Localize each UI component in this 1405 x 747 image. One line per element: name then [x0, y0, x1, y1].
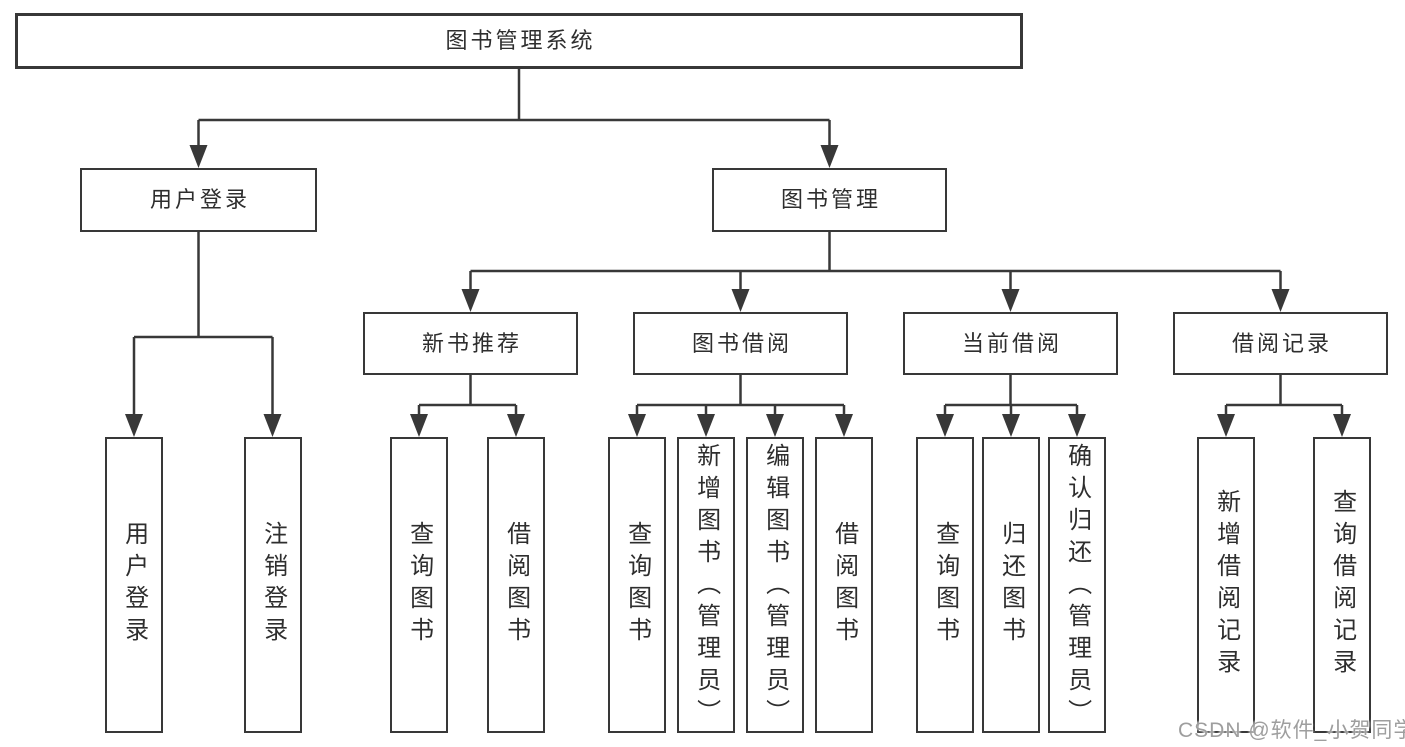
- arrowhead-icon: [1068, 414, 1086, 437]
- arrowhead-icon: [1271, 289, 1290, 312]
- arrowhead-icon: [189, 145, 208, 168]
- leaf-query-books-3: 查询图书: [916, 437, 974, 733]
- node-label: 编辑图书（管理员）: [761, 443, 789, 731]
- arrowhead-icon: [507, 414, 525, 437]
- connector: [132, 232, 274, 418]
- arrowhead-icon: [731, 289, 750, 312]
- arrowhead-icon: [1002, 414, 1020, 437]
- node-label: 查询借阅记录: [1328, 489, 1356, 681]
- node-label: 图书管理系统: [445, 28, 596, 53]
- leaf-confirm-return-admin: 确认归还（管理员）: [1048, 437, 1106, 733]
- node-label: 查询图书: [405, 521, 433, 649]
- node-label: 归还图书: [997, 521, 1025, 649]
- node-current-borrowing: 当前借阅: [903, 312, 1118, 375]
- node-label: 借阅图书: [502, 521, 530, 649]
- leaf-add-books-admin: 新增图书（管理员）: [677, 437, 735, 733]
- leaf-borrow-books: 借阅图书: [487, 437, 545, 733]
- node-label: 用户登录: [149, 187, 250, 212]
- arrowhead-icon: [1333, 414, 1351, 437]
- connector: [1224, 375, 1344, 418]
- leaf-borrow-books-2: 借阅图书: [815, 437, 873, 733]
- csdn-watermark: CSDN @软件_小贺同学: [1178, 719, 1405, 742]
- leaf-query-books-2: 查询图书: [608, 437, 666, 733]
- arrowhead-icon: [697, 414, 715, 437]
- arrowhead-icon: [1001, 289, 1020, 312]
- arrowhead-icon: [1217, 414, 1235, 437]
- leaf-return-books: 归还图书: [982, 437, 1040, 733]
- connector: [635, 375, 846, 418]
- connector: [469, 232, 1282, 293]
- node-book-borrowing: 图书借阅: [633, 312, 848, 375]
- node-library-management-system: 图书管理系统: [15, 13, 1023, 69]
- node-label: 新书推荐: [421, 330, 522, 356]
- node-label: 新增图书（管理员）: [692, 443, 720, 731]
- arrowhead-icon: [936, 414, 954, 437]
- node-label: 查询图书: [623, 521, 651, 649]
- leaf-query-borrow-record: 查询借阅记录: [1313, 437, 1371, 733]
- arrowhead-icon: [410, 414, 428, 437]
- leaf-add-borrow-record: 新增借阅记录: [1197, 437, 1255, 733]
- connector: [943, 375, 1079, 418]
- node-label: 注销登录: [259, 521, 287, 649]
- node-borrow-records: 借阅记录: [1173, 312, 1388, 375]
- node-label: 新增借阅记录: [1212, 489, 1240, 681]
- arrowhead-icon: [461, 289, 480, 312]
- leaf-user-login: 用户登录: [105, 437, 163, 733]
- arrowhead-icon: [820, 145, 839, 168]
- arrowhead-icon: [263, 414, 282, 437]
- node-label: 查询图书: [931, 521, 959, 649]
- connector: [197, 69, 831, 150]
- arrowhead-icon: [766, 414, 784, 437]
- leaf-edit-books-admin: 编辑图书（管理员）: [746, 437, 804, 733]
- node-label: 借阅图书: [830, 521, 858, 649]
- node-label: 用户登录: [120, 521, 148, 649]
- connector: [417, 375, 518, 418]
- node-label: 图书管理: [780, 187, 881, 212]
- node-label: 确认归还（管理员）: [1063, 443, 1091, 731]
- node-book-management: 图书管理: [712, 168, 947, 232]
- leaf-logout: 注销登录: [244, 437, 302, 733]
- node-label: 当前借阅: [961, 330, 1062, 356]
- node-label: 借阅记录: [1231, 330, 1332, 356]
- arrowhead-icon: [835, 414, 853, 437]
- node-new-book-recommendation: 新书推荐: [363, 312, 578, 375]
- leaf-query-books: 查询图书: [390, 437, 448, 733]
- arrowhead-icon: [628, 414, 646, 437]
- node-label: 图书借阅: [691, 330, 792, 356]
- node-user-login: 用户登录: [80, 168, 317, 232]
- arrowhead-icon: [125, 414, 143, 437]
